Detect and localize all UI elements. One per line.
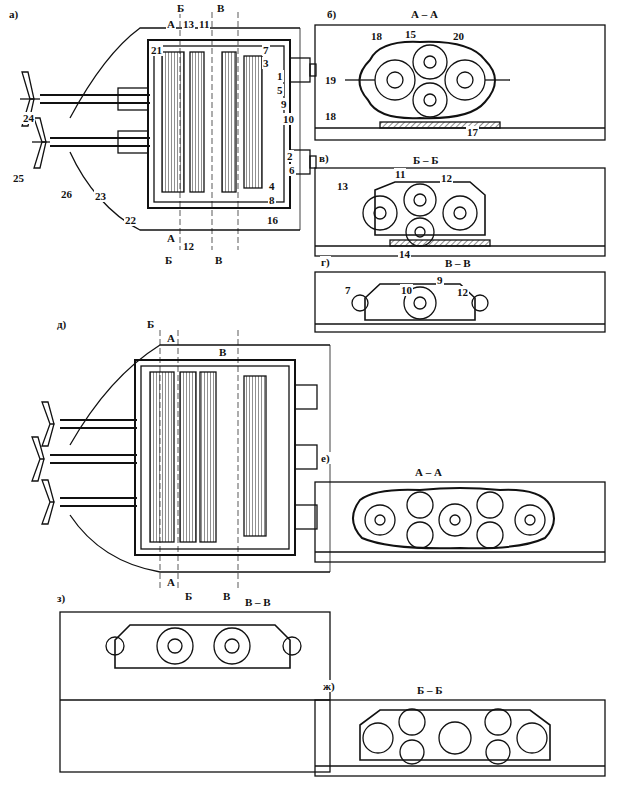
callout-number: 1 xyxy=(276,70,284,82)
callout-number: 11 xyxy=(394,168,406,180)
callout-number: 12 xyxy=(182,240,195,252)
callout-number: 21 xyxy=(150,44,163,56)
section-label: Б – Б xyxy=(412,154,440,166)
callout-number: 11 xyxy=(198,18,210,30)
callout-number: 10 xyxy=(282,113,295,125)
section-label: А xyxy=(166,332,176,344)
section-label: Б xyxy=(164,254,173,266)
section-label: Б xyxy=(176,2,185,14)
callout-number: 13 xyxy=(182,18,195,30)
callout-number: 20 xyxy=(452,30,465,42)
callout-number: 6 xyxy=(288,164,296,176)
callout-number: 12 xyxy=(456,286,469,298)
callout-number: 7 xyxy=(344,284,352,296)
section-label: е) xyxy=(320,452,331,464)
callout-number: 9 xyxy=(436,274,444,286)
section-label: А xyxy=(166,576,176,588)
section-label: Б xyxy=(184,590,193,602)
callout-number: 9 xyxy=(280,98,288,110)
section-label: В xyxy=(214,254,223,266)
section-label: В – В xyxy=(244,596,272,608)
section-label: А xyxy=(166,18,176,30)
callout-number: 15 xyxy=(404,28,417,40)
callout-number: 12 xyxy=(440,172,453,184)
section-label: д) xyxy=(56,318,67,330)
callout-number: 10 xyxy=(400,284,413,296)
callout-number: 8 xyxy=(268,194,276,206)
section-label: ж) xyxy=(322,680,336,692)
callout-number: 17 xyxy=(466,126,479,138)
section-label: Б – Б xyxy=(416,684,444,696)
section-label: в) xyxy=(318,152,330,164)
section-label: Б xyxy=(146,318,155,330)
callout-number: 22 xyxy=(124,214,137,226)
section-label: а) xyxy=(8,8,19,20)
section-label: А – А xyxy=(414,466,443,478)
callout-number: 23 xyxy=(94,190,107,202)
callout-number: 4 xyxy=(268,180,276,192)
callout-number: 19 xyxy=(324,74,337,86)
section-label: з) xyxy=(56,592,66,604)
callout-number: 7 xyxy=(262,44,270,56)
callout-number: 14 xyxy=(398,248,411,260)
section-label: В xyxy=(216,2,225,14)
callout-number: 2 xyxy=(286,150,294,162)
section-label: А – А xyxy=(410,8,439,20)
section-label: б) xyxy=(326,8,337,20)
section-label: А xyxy=(166,232,176,244)
section-label: В xyxy=(218,346,227,358)
callout-number: 25 xyxy=(12,172,25,184)
callout-number: 16 xyxy=(266,214,279,226)
callout-number: 18 xyxy=(324,110,337,122)
callout-number: 18 xyxy=(370,30,383,42)
callout-number: 3 xyxy=(262,57,270,69)
callout-number: 24 xyxy=(22,112,35,124)
callout-number: 5 xyxy=(276,84,284,96)
callout-number: 26 xyxy=(60,188,73,200)
section-label: В xyxy=(222,590,231,602)
callout-number: 13 xyxy=(336,180,349,192)
section-label: В – В xyxy=(444,257,472,269)
section-label: г) xyxy=(320,256,331,268)
